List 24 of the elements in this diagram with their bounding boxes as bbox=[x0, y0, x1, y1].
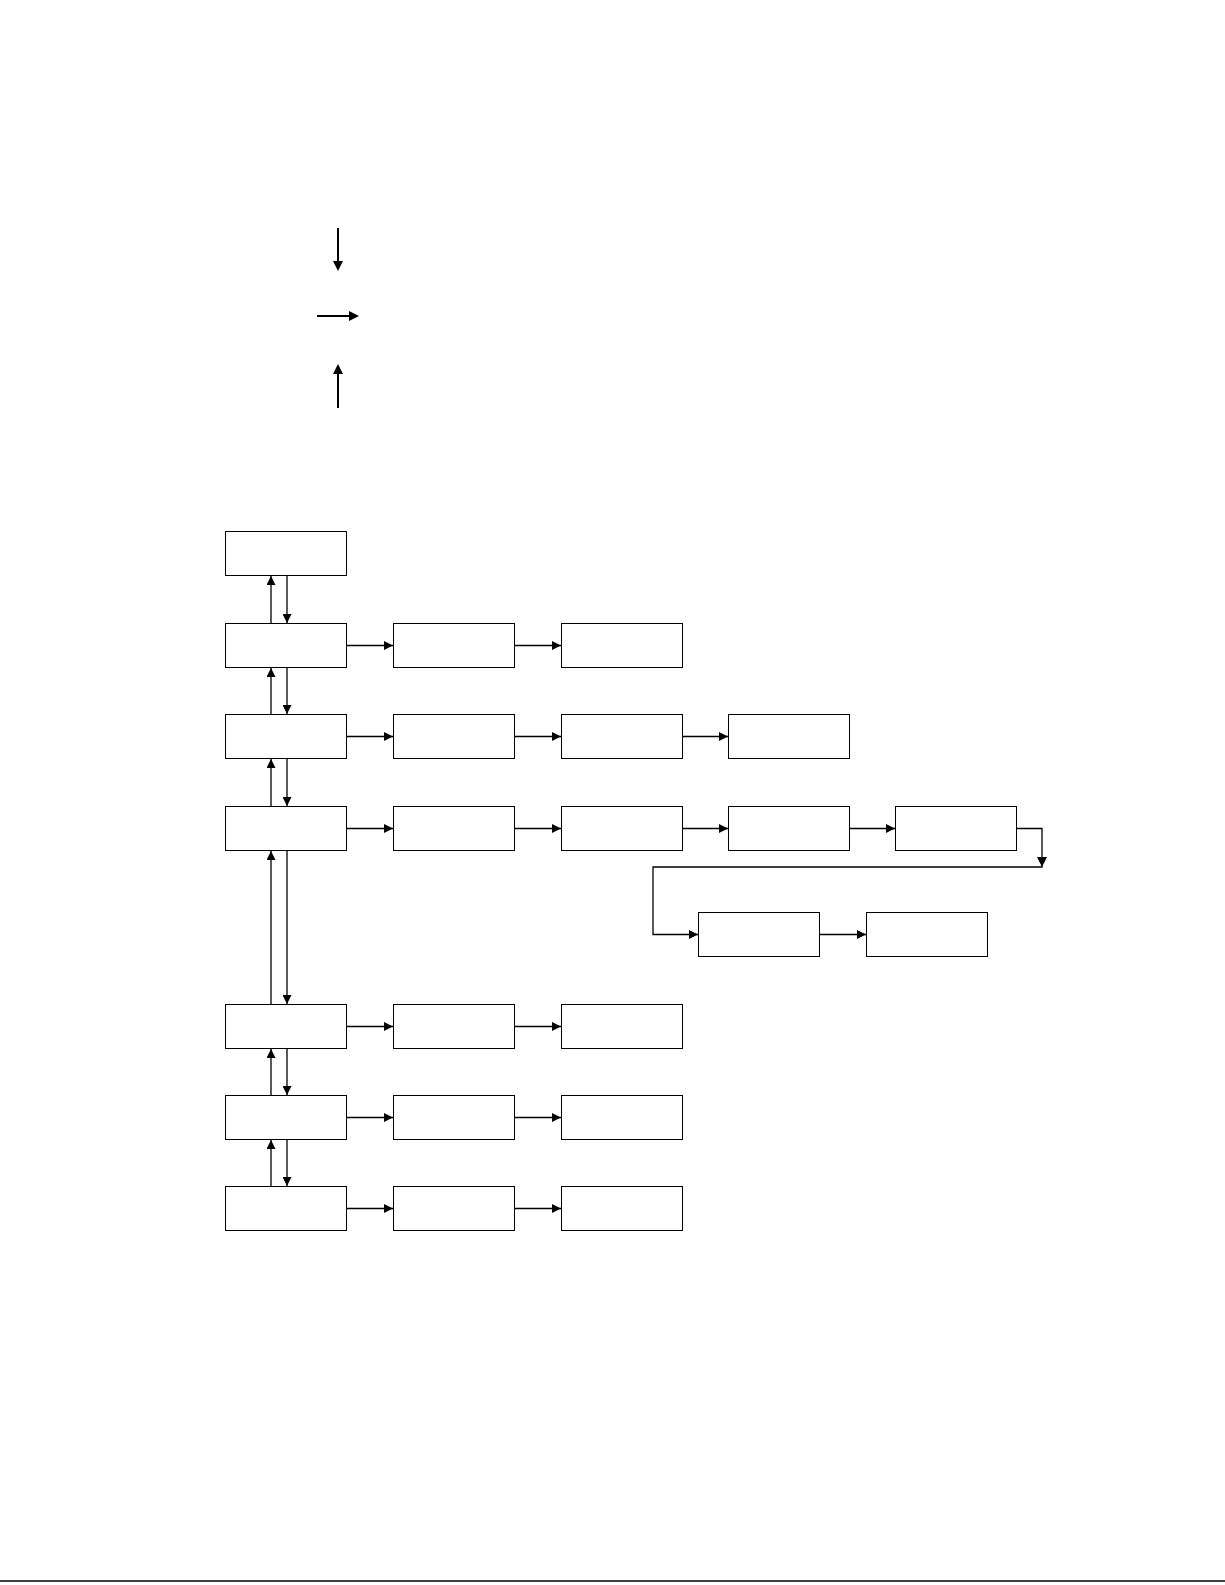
process-box bbox=[393, 714, 515, 759]
process-box bbox=[561, 806, 683, 851]
process-box bbox=[225, 806, 347, 851]
process-box bbox=[225, 714, 347, 759]
process-box bbox=[561, 1095, 683, 1140]
process-box bbox=[225, 531, 347, 576]
process-box bbox=[561, 1004, 683, 1049]
process-box bbox=[225, 1004, 347, 1049]
process-box bbox=[561, 1186, 683, 1231]
process-box bbox=[728, 714, 850, 759]
process-box bbox=[225, 623, 347, 668]
process-box bbox=[698, 912, 820, 957]
process-box bbox=[561, 623, 683, 668]
process-box bbox=[393, 1095, 515, 1140]
process-box bbox=[728, 806, 850, 851]
process-box bbox=[225, 1095, 347, 1140]
process-box bbox=[393, 623, 515, 668]
process-box bbox=[393, 806, 515, 851]
process-box bbox=[895, 806, 1017, 851]
process-box bbox=[561, 714, 683, 759]
process-box bbox=[393, 1186, 515, 1231]
process-box bbox=[393, 1004, 515, 1049]
process-box bbox=[866, 912, 988, 957]
process-box bbox=[225, 1186, 347, 1231]
